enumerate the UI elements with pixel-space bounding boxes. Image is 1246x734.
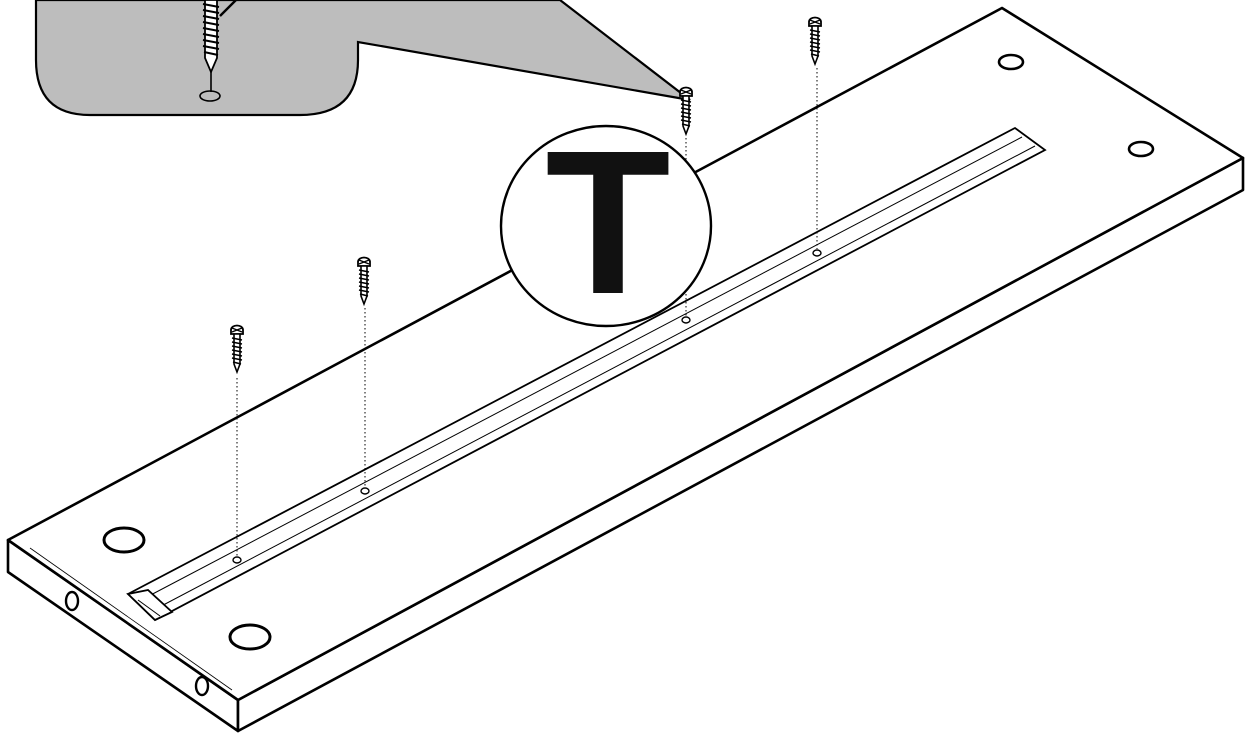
callout-bubble xyxy=(34,0,691,117)
detail-callout xyxy=(34,0,691,117)
board xyxy=(6,6,1245,733)
part-label-badge: T xyxy=(499,108,713,337)
part-label: T xyxy=(545,108,670,337)
screw-left xyxy=(230,324,244,373)
callout-screw-detail xyxy=(199,0,237,102)
screw-center xyxy=(679,86,693,135)
cam-holes xyxy=(102,53,1155,651)
screw-right xyxy=(808,16,822,65)
screw-center-left xyxy=(357,256,371,305)
dowel-holes xyxy=(64,590,210,697)
pilot-holes xyxy=(232,249,822,564)
